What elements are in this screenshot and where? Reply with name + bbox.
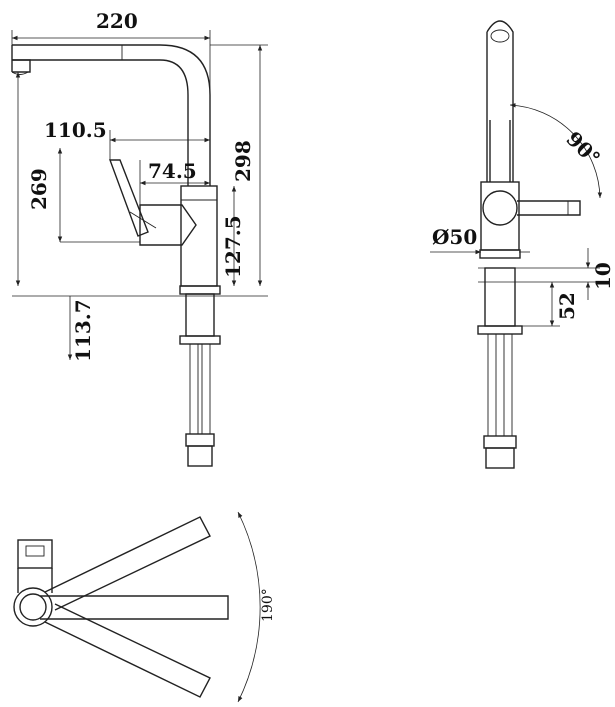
dim-label-190: 190°: [260, 588, 276, 622]
faucet-body: [180, 185, 218, 287]
spout-upper-position: [44, 516, 211, 611]
dim-arc-190: [237, 511, 261, 703]
mounting-sleeve: [185, 293, 215, 337]
front-view: 90° Ø50 10 52: [430, 20, 615, 469]
handle-lever: [108, 159, 149, 237]
spout-outline: [12, 44, 211, 186]
faucet-body-front: [480, 181, 520, 251]
handle-circle: [482, 190, 518, 226]
lock-nut-front: [477, 325, 523, 335]
handle-lever-side: [517, 200, 581, 216]
pivot-inner: [19, 593, 47, 621]
dim-arc-90: [509, 103, 603, 199]
dim-label-298: 298: [231, 140, 255, 182]
dim-label-269: 269: [27, 168, 51, 210]
dim-label-90: 90°: [561, 127, 605, 171]
dim-label-10: 10: [591, 262, 615, 290]
dim-label-52: 52: [555, 292, 579, 320]
spout-outlet: [490, 29, 510, 43]
dim-label-220: 220: [96, 9, 138, 33]
hose-connector-front: [485, 447, 515, 469]
lever-line: [129, 211, 157, 229]
supply-hose-left: [189, 343, 199, 435]
supply-hose-front-right: [503, 333, 513, 437]
hose-fitting: [185, 433, 215, 447]
mounting-sleeve-front: [484, 267, 516, 327]
deck-flange-front: [479, 249, 521, 259]
deck-flange: [179, 285, 221, 295]
dim-label-110-5: 110.5: [44, 118, 107, 142]
dim-label-74-5: 74.5: [148, 159, 197, 183]
side-view: 220 110.5 74.5 298 269 127.5 113.7: [11, 9, 268, 467]
top-view: 190°: [13, 511, 276, 703]
supply-hose-front-left: [487, 333, 497, 437]
dim-label-diameter: Ø50: [432, 225, 477, 249]
control-block-detail: [25, 545, 45, 557]
hose-fitting-front: [483, 435, 517, 449]
control-block: [17, 539, 53, 569]
spout-nozzle: [11, 45, 31, 73]
dim-label-127-5: 127.5: [221, 215, 245, 278]
spout-lower-position: [44, 603, 211, 698]
handle-hub: [139, 204, 197, 246]
pivot-outer: [13, 587, 53, 627]
supply-hose-right: [201, 343, 211, 435]
spout-top: [486, 20, 514, 182]
spout-center-position: [40, 595, 229, 620]
dim-label-113-7: 113.7: [71, 299, 95, 362]
lock-nut: [179, 335, 221, 345]
hose-connector: [187, 445, 213, 467]
